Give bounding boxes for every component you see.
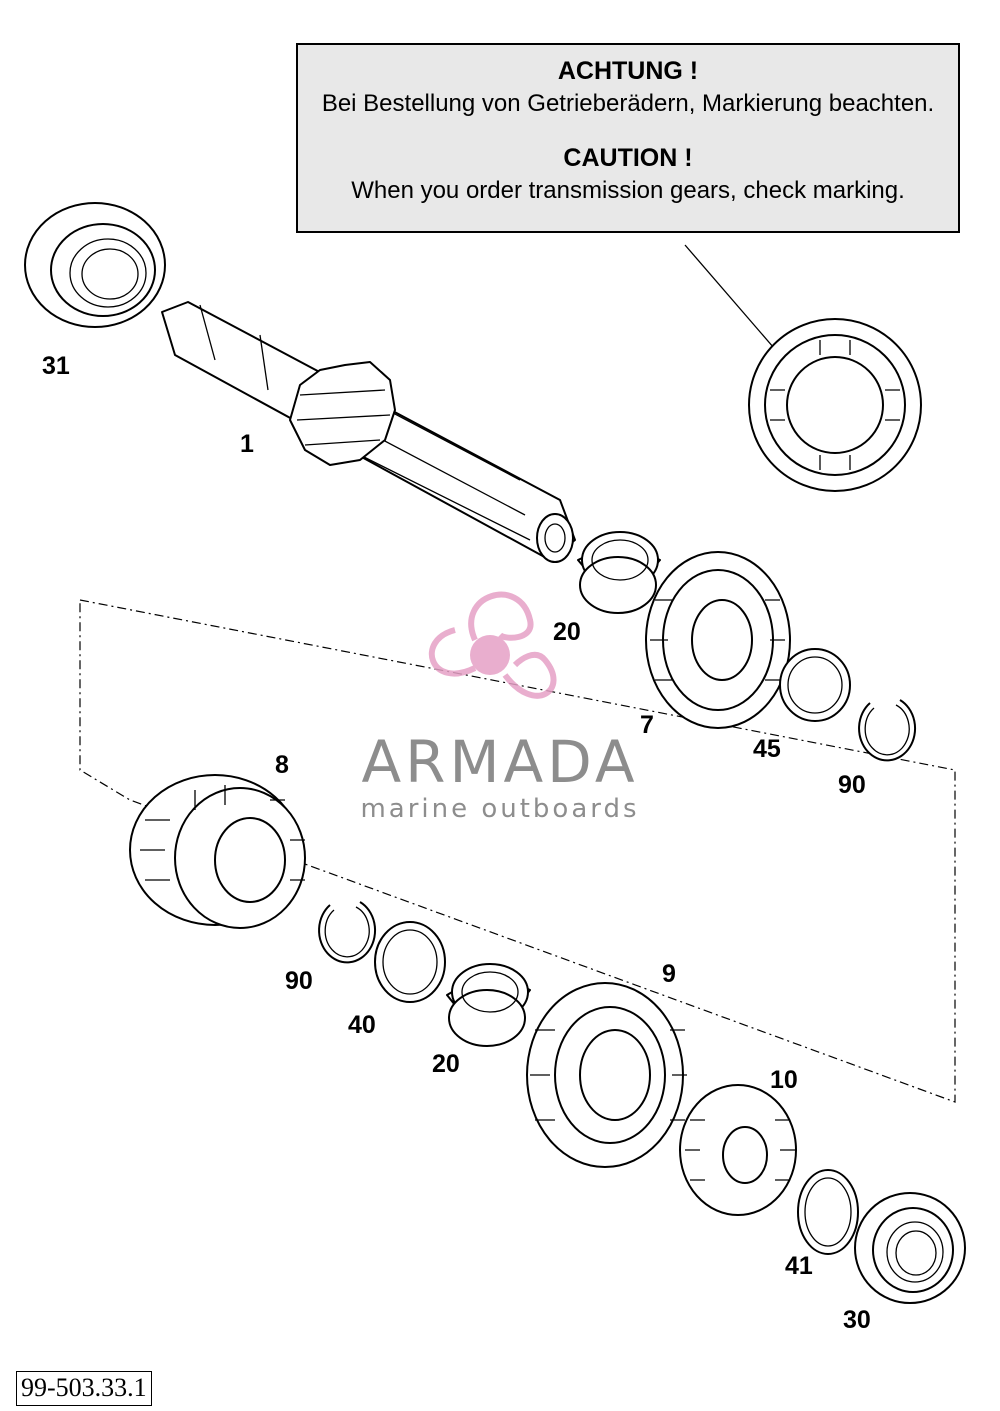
- callout-20-lower: 20: [432, 1050, 460, 1078]
- notice-text-de: Bei Bestellung von Getrieberädern, Marki…: [321, 90, 935, 117]
- washer-40: [374, 921, 446, 1003]
- callout-90-lower: 90: [285, 967, 313, 995]
- gear-9: [526, 982, 687, 1168]
- bearing-30: [854, 1192, 966, 1304]
- callout-31: 31: [42, 352, 70, 380]
- detail-gear: [748, 318, 922, 492]
- notice-text-en: When you order transmission gears, check…: [351, 177, 905, 204]
- notice-heading-en: CAUTION !: [563, 144, 693, 172]
- caution-notice: ACHTUNG ! Bei Bestellung von Getrieberäd…: [296, 43, 960, 233]
- circlip-90-lower: [318, 901, 377, 964]
- gear-8: [129, 774, 306, 929]
- watermark-name: ARMADA: [361, 728, 639, 796]
- callout-41: 41: [785, 1252, 813, 1280]
- marking-arrow: [684, 244, 782, 357]
- watermark-logo: [428, 591, 557, 699]
- gear-7: [645, 551, 791, 729]
- circlip-90-upper: [858, 699, 917, 762]
- bearing-31: [24, 202, 166, 328]
- washer-41: [797, 1169, 859, 1255]
- callout-40: 40: [348, 1011, 376, 1039]
- drawing-number: 99-503.33.1: [16, 1371, 152, 1406]
- bushing-20-upper: [577, 531, 661, 614]
- watermark-tagline: marine outboards: [360, 794, 640, 824]
- assembly-outline: [79, 599, 956, 1103]
- gear-10: [679, 1084, 797, 1216]
- main-shaft-1: [161, 301, 576, 563]
- callout-30: 30: [843, 1306, 871, 1334]
- callout-9: 9: [662, 960, 676, 988]
- callout-45: 45: [753, 735, 781, 763]
- washer-45: [779, 648, 851, 722]
- notice-heading-de: ACHTUNG !: [557, 57, 699, 85]
- callout-7: 7: [640, 711, 654, 739]
- callout-10: 10: [770, 1066, 798, 1094]
- callout-8: 8: [275, 751, 289, 779]
- callout-1: 1: [240, 430, 254, 458]
- callout-90-upper: 90: [838, 771, 866, 799]
- callout-20-upper: 20: [553, 618, 581, 646]
- bushing-20-lower: [446, 963, 531, 1047]
